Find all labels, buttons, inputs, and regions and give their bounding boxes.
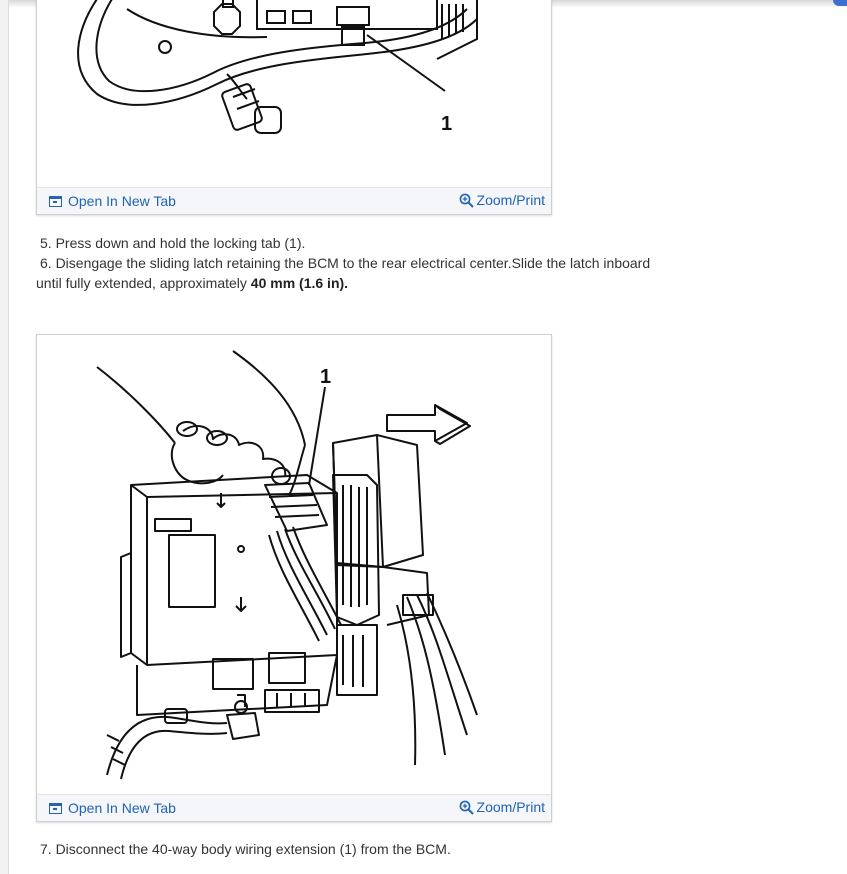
new-tab-icon bbox=[49, 802, 62, 814]
step-6-line-2: until fully extended, approximately 40 m… bbox=[36, 273, 348, 293]
step-6-text: until fully extended, approximately bbox=[36, 275, 251, 291]
figure-1-callout: 1 bbox=[441, 113, 452, 135]
corner-indicator bbox=[833, 0, 847, 6]
step-6-line-1: 6. Disengage the sliding latch retaining… bbox=[40, 255, 651, 271]
figure-2-open-new-tab-link[interactable]: Open In New Tab bbox=[49, 800, 176, 816]
figure-2: 1 Open In New Tab Zoom/Print bbox=[36, 334, 552, 822]
figure-1-zoom-label: Zoom/Print bbox=[476, 192, 545, 208]
step-7: 7. Disconnect the 40-way body wiring ext… bbox=[40, 841, 451, 857]
figure-1-illustration: 1 bbox=[77, 0, 478, 135]
step-6-measurement: 40 mm (1.6 in). bbox=[250, 275, 349, 291]
figure-2-zoom-label: Zoom/Print bbox=[476, 799, 545, 815]
step-5: 5. Press down and hold the locking tab (… bbox=[40, 235, 306, 251]
figure-1: 1 Open In New Tab Zoom/Print bbox=[36, 0, 552, 215]
figure-2-open-label: Open In New Tab bbox=[68, 800, 176, 816]
figure-2-zoom-print-link[interactable]: Zoom/Print bbox=[459, 799, 545, 815]
left-margin-rule bbox=[0, 0, 9, 874]
figure-2-illustration: 1 bbox=[96, 350, 478, 780]
figure-2-callout: 1 bbox=[320, 366, 331, 388]
figure-1-open-label: Open In New Tab bbox=[68, 193, 176, 209]
zoom-in-icon bbox=[459, 800, 474, 815]
new-tab-icon bbox=[49, 195, 62, 207]
figure-1-zoom-print-link[interactable]: Zoom/Print bbox=[459, 192, 545, 208]
figure-2-toolbar: Open In New Tab Zoom/Print bbox=[37, 794, 551, 821]
figure-1-toolbar: Open In New Tab Zoom/Print bbox=[37, 187, 551, 214]
zoom-in-icon bbox=[459, 193, 474, 208]
figure-1-open-new-tab-link[interactable]: Open In New Tab bbox=[49, 193, 176, 209]
